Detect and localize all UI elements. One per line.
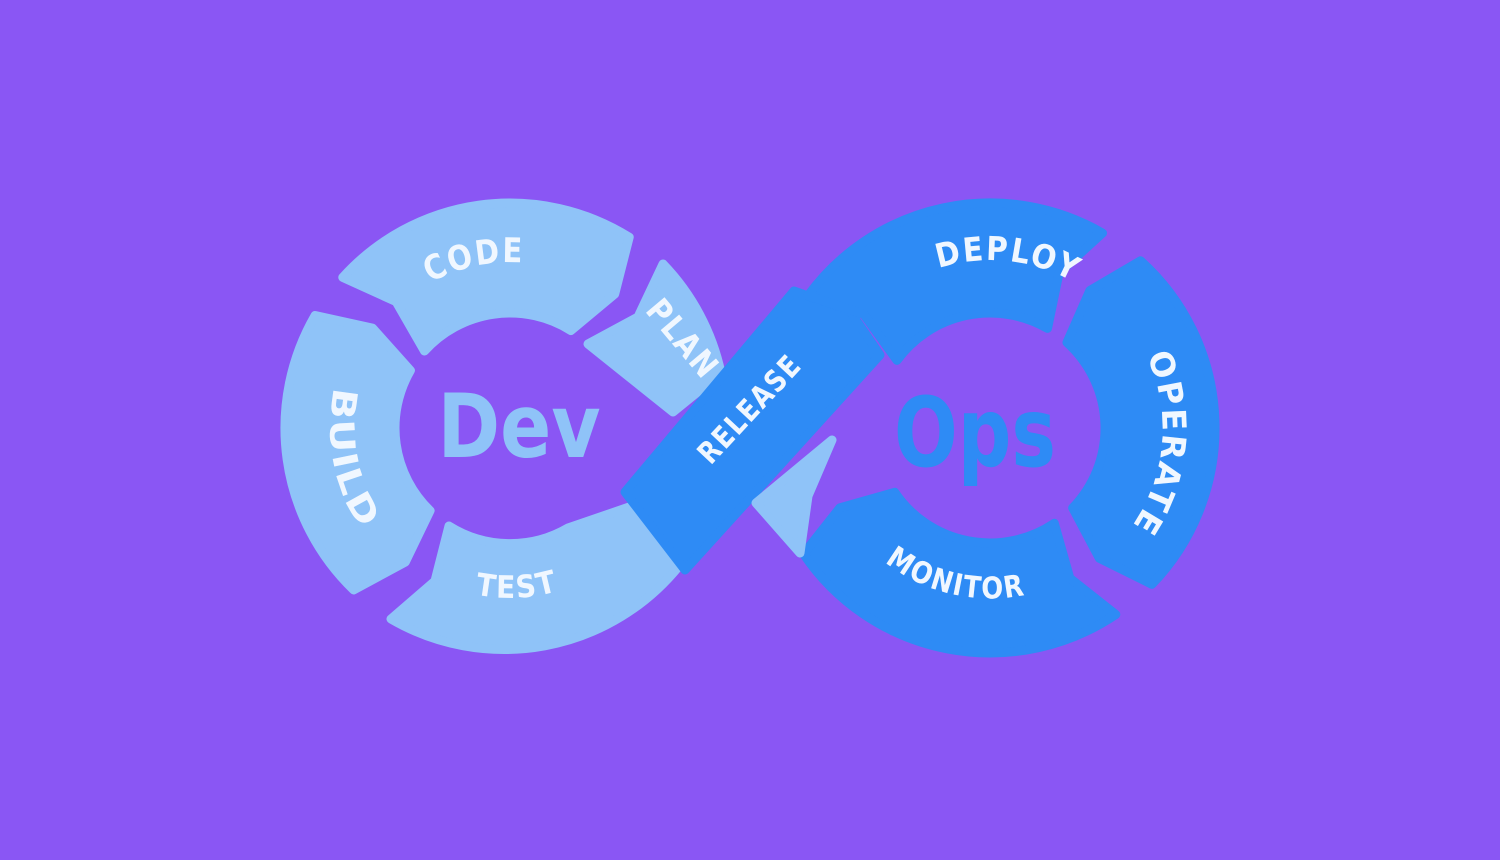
segment-deploy [803, 198, 1107, 365]
ops-title: Ops [894, 377, 1056, 489]
dev-title: Dev [438, 375, 601, 478]
dev-crossover-arrow-icon [751, 435, 837, 558]
label-test: TEST [474, 564, 561, 606]
segment-code [338, 198, 634, 356]
segment-monitor [799, 487, 1121, 658]
segment-plan [583, 259, 726, 417]
segment-build [280, 311, 435, 595]
segment-release-ribbon [620, 286, 885, 575]
segment-test [386, 499, 684, 654]
segment-operate [1062, 256, 1220, 589]
